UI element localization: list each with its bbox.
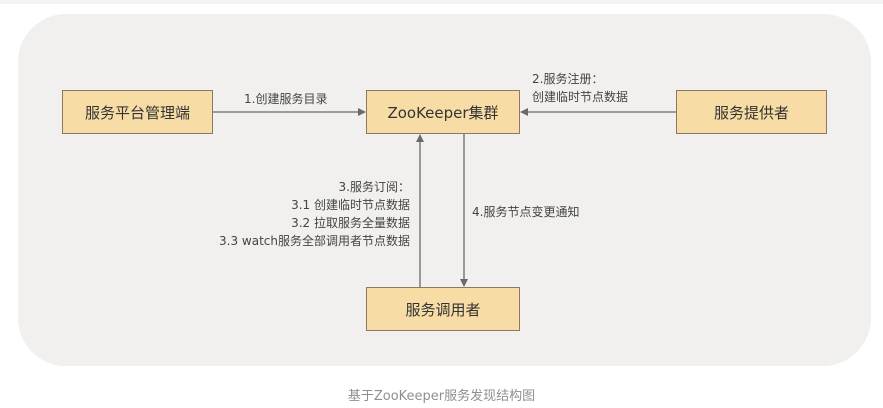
node-service-consumer: 服务调用者 [366, 287, 520, 331]
edge-label-subscribe: 3.服务订阅： 3.1 创建临时节点数据 3.2 拉取服务全量数据 3.3 wa… [219, 178, 410, 250]
edge-label-subscribe-line: 3.1 创建临时节点数据 [291, 198, 410, 212]
edge-label-register-line: 创建临时节点数据 [532, 90, 629, 104]
edge-label-subscribe-line: 3.2 拉取服务全量数据 [291, 216, 410, 230]
edge-label-register: 2.服务注册： 创建临时节点数据 [532, 70, 628, 106]
figure-caption: 基于ZooKeeper服务发现结构图 [347, 389, 536, 404]
node-platform-admin: 服务平台管理端 [62, 90, 213, 134]
node-service-provider: 服务提供者 [676, 90, 827, 134]
edge-label-subscribe-line: 3.服务订阅： [338, 180, 410, 194]
edge-label-notify: 4.服务节点变更通知 [472, 205, 580, 219]
edge-label-subscribe-line: 3.3 watch服务全部调用者节点数据 [219, 234, 410, 248]
edge-label-create-directory: 1.创建服务目录 [244, 92, 328, 106]
top-divider [0, 0, 883, 4]
node-zookeeper-cluster: ZooKeeper集群 [366, 90, 520, 134]
edge-label-register-line: 2.服务注册： [532, 72, 604, 86]
